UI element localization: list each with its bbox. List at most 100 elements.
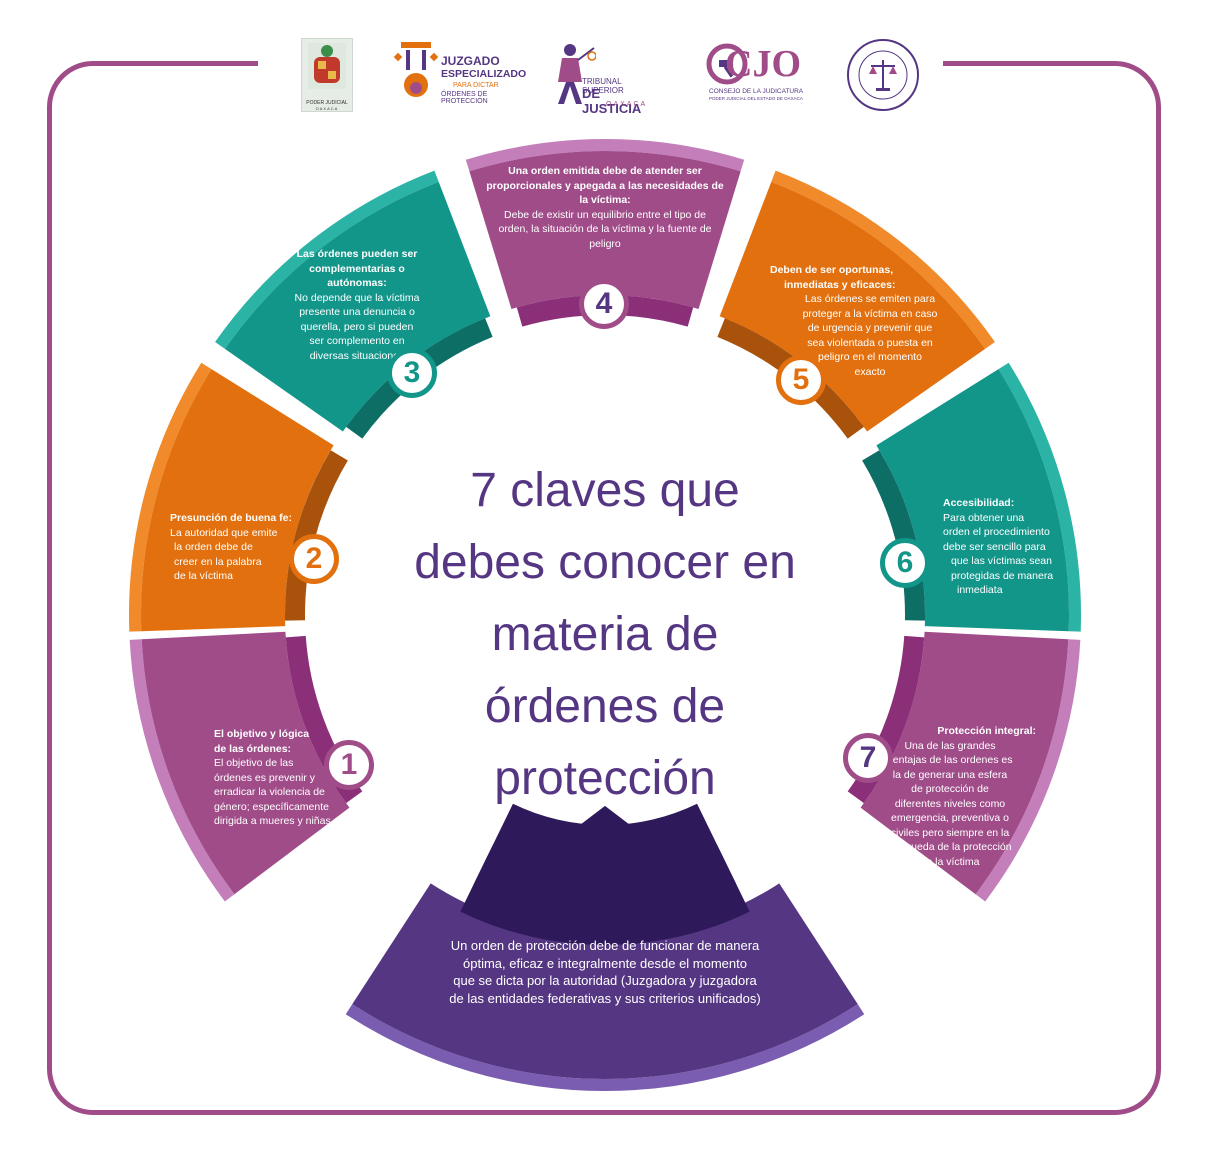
bottom-line: que se dicta por la autoridad (Juzgadora… bbox=[453, 973, 757, 988]
pointer-triangle bbox=[563, 806, 647, 838]
logo-tribunal: TRIBUNAL SUPERIOR DE JUSTICIA OAXACA bbox=[548, 40, 658, 116]
title-line: materia de bbox=[491, 608, 719, 661]
segment-7 bbox=[860, 631, 1069, 895]
segment-1-body: órdenes es prevenir y bbox=[214, 771, 315, 784]
segment-6-heading: Accesibilidad: bbox=[943, 497, 1015, 509]
consejo-line2: PODER JUDICIAL DEL ESTADO DE OAXACA bbox=[709, 96, 803, 101]
segment-1-body: El objetivo de las bbox=[214, 757, 294, 769]
tribunal-line2: DE JUSTICIA bbox=[582, 86, 642, 116]
bottom-statement: Un orden de protección debe de funcionar… bbox=[405, 937, 805, 1007]
segment-4-rim bbox=[465, 138, 745, 172]
bottom-line: Un orden de protección debe de funcionar… bbox=[450, 938, 760, 953]
justice-figure-icon bbox=[558, 44, 596, 104]
segment-7-body: de protección de bbox=[911, 783, 989, 795]
center-circle bbox=[307, 317, 903, 913]
number-badge-7: 7 bbox=[843, 733, 893, 783]
segment-5-body: exacto bbox=[854, 365, 886, 378]
segment-7-body: ventajas de las ordenes es bbox=[887, 754, 1013, 766]
segment-1-heading: El objetivo y lógica bbox=[214, 728, 310, 740]
bottom-segment-rim bbox=[345, 1004, 865, 1091]
juzgado-line4: ÓRDENES DE PROTECCIÓN bbox=[441, 91, 488, 105]
seal-icon bbox=[847, 39, 919, 111]
segment-6-body: inmediata bbox=[957, 584, 1003, 596]
consejo-line1: CONSEJO DE LA JUDICATURA bbox=[709, 88, 804, 95]
logo-seal bbox=[846, 38, 920, 112]
number-badge-3: 3 bbox=[387, 348, 437, 398]
segment-3-body: querella, pero si pueden bbox=[300, 320, 414, 333]
segment-2-heading: Presunción de buena fe: bbox=[170, 512, 292, 524]
page-title: 7 claves que debes conocer en materia de… bbox=[395, 455, 815, 815]
segment-7-body: diferentes niveles como bbox=[894, 797, 1006, 810]
segment-4-body: orden, la situación de la víctima y la f… bbox=[498, 223, 712, 235]
title-line: órdenes de bbox=[484, 680, 726, 733]
segment-6-text: Accesibilidad: Para obtener una orden el… bbox=[943, 496, 1073, 598]
segment-4-body: peligro bbox=[589, 237, 621, 250]
logo-strip-gap bbox=[258, 50, 943, 72]
number-badge-1: 1 bbox=[324, 740, 374, 790]
segment-6-rim bbox=[998, 362, 1082, 632]
juzgado-line2: ESPECIALIZADO bbox=[441, 68, 527, 80]
segment-1-heading: de las órdenes: bbox=[214, 742, 292, 755]
logo-poder-judicial: PODER JUDICIAL OAXACA bbox=[301, 38, 353, 112]
segment-6-body: que las víctimas sean bbox=[951, 555, 1052, 567]
segment-7-body: emergencia, preventiva o bbox=[891, 812, 1009, 824]
segment-3-rim bbox=[215, 170, 439, 349]
segment-3-text: Las órdenes pueden ser complementarias o… bbox=[262, 247, 452, 363]
segment-1 bbox=[141, 631, 350, 895]
segment-4 bbox=[469, 151, 741, 309]
bottom-segment-inner-band bbox=[473, 844, 737, 915]
segment-3-body: ser complemento en bbox=[309, 335, 405, 347]
segment-3-body: presente una denuncia o bbox=[299, 306, 415, 318]
segment-5-body: de urgencia y prevenir que bbox=[807, 322, 933, 334]
segment-7-body: civiles pero siempre en la bbox=[890, 826, 1010, 839]
segment-4-heading: Una orden emitida debe de atender ser bbox=[508, 165, 702, 177]
segment-2-body: creer en la palabra bbox=[174, 555, 262, 568]
segment-4-heading: la víctima: bbox=[579, 194, 631, 206]
segment-5-body: sea violentada o puesta en bbox=[807, 336, 933, 349]
segment-5-body: peligro en el momento bbox=[818, 351, 922, 363]
segment-1-band bbox=[285, 635, 363, 804]
consejo-mark: CJO bbox=[725, 43, 801, 85]
segment-7-body: la de generar una esfera bbox=[892, 768, 1008, 781]
segment-5 bbox=[719, 181, 986, 432]
number-badge-2: 2 bbox=[289, 534, 339, 584]
segment-7-body: Una de las grandes bbox=[904, 739, 996, 752]
segment-1-text: El objetivo y lógica de las órdenes: El … bbox=[214, 727, 339, 829]
segment-2-text: Presunción de buena fe: La autoridad que… bbox=[170, 511, 295, 584]
logo-consejo: CJO CONSEJO DE LA JUDICATURA PODER JUDIC… bbox=[705, 42, 815, 106]
segment-6-body: orden el procedimiento bbox=[943, 526, 1050, 538]
segment-7-body: búsqueda de la protección bbox=[888, 841, 1012, 853]
segment-6-body: Para obtener una bbox=[943, 511, 1025, 524]
logo-juzgado: JUZGADO ESPECIALIZADO PARA DICTAR ÓRDENE… bbox=[393, 40, 533, 108]
segment-6-body: protegidas de manera bbox=[951, 569, 1054, 582]
poder-judicial-sublabel: OAXACA bbox=[315, 106, 339, 111]
coat-of-arms-icon bbox=[308, 43, 346, 89]
segment-6-body: debe ser sencillo para bbox=[943, 540, 1046, 553]
title-line: debes conocer en bbox=[414, 536, 796, 589]
segment-3-heading: Las órdenes pueden ser bbox=[296, 248, 418, 260]
number-badge-4: 4 bbox=[579, 279, 629, 329]
segment-3-heading: complementarias o bbox=[309, 262, 405, 275]
segment-5-rim bbox=[771, 170, 995, 349]
segment-5-text: Deben de ser oportunas, inmediatas y efi… bbox=[770, 263, 970, 379]
number-badge-6: 6 bbox=[880, 538, 930, 588]
segment-2-body: La autoridad que emite bbox=[170, 526, 278, 539]
segment-4-body: Debe de existir un equilibrio entre el t… bbox=[504, 208, 706, 221]
title-line: protección bbox=[494, 752, 716, 805]
number-badge-5: 5 bbox=[776, 355, 826, 405]
segment-1-body: dirigida a mueres y niñas bbox=[214, 815, 331, 827]
tribunal-line3: OAXACA bbox=[606, 101, 648, 108]
juzgado-line3: PARA DICTAR bbox=[453, 82, 499, 89]
title-line: 7 claves que bbox=[470, 464, 740, 517]
segment-2-body: la orden debe de bbox=[174, 541, 253, 553]
segment-7-heading: Protección integral: bbox=[937, 725, 1036, 737]
segment-3 bbox=[224, 181, 491, 432]
segment-3-heading: autónomas: bbox=[327, 277, 387, 289]
juzgado-line1: JUZGADO bbox=[441, 54, 500, 68]
segment-1-body: género; específicamente bbox=[214, 800, 329, 813]
segment-7-text: Protección integral: Una de las grandes … bbox=[860, 724, 1040, 869]
segment-5-body: proteger a la víctima en caso bbox=[802, 307, 938, 320]
segment-2-rim bbox=[129, 362, 212, 632]
bottom-line: óptima, eficaz e integralmente desde el … bbox=[463, 955, 747, 971]
segment-5-heading: inmediatas y eficaces: bbox=[784, 278, 896, 291]
